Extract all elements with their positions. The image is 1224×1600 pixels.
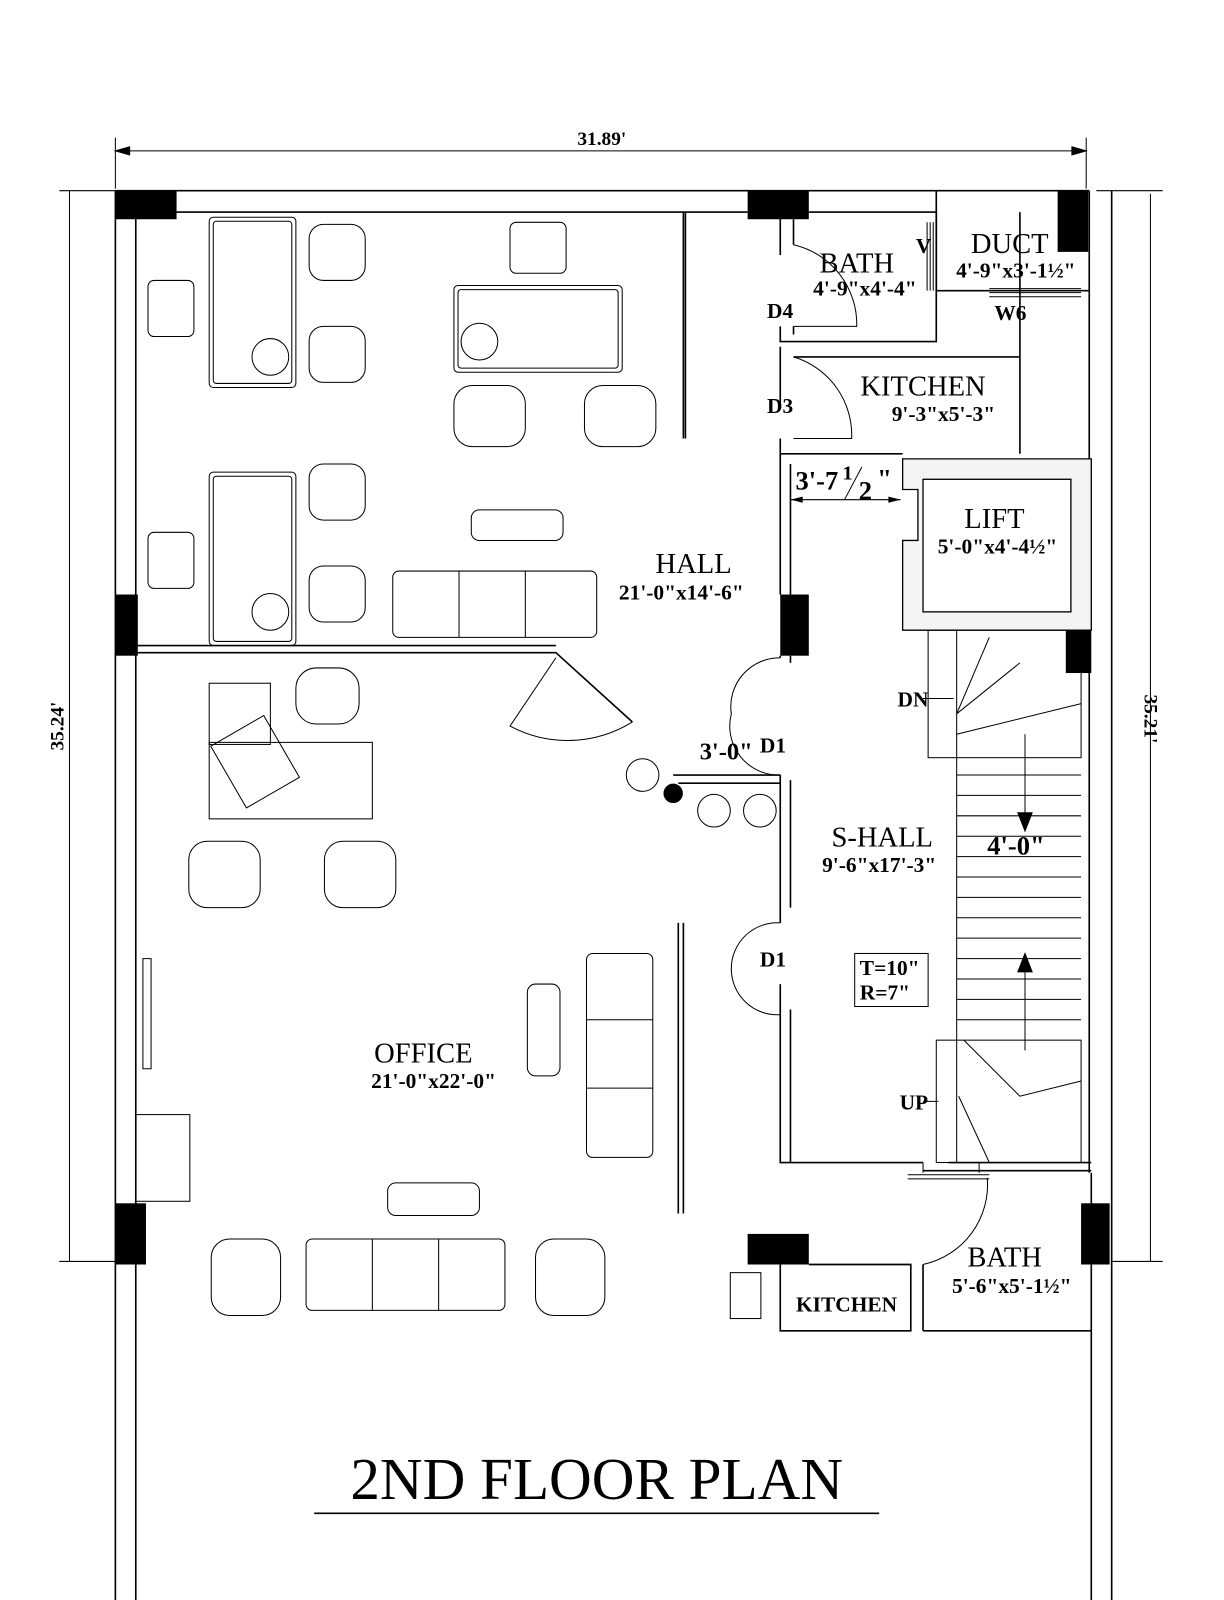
stair-width-dimension: 4'-0" <box>987 831 1044 861</box>
door-d1-marker-2: D1 <box>760 948 786 972</box>
stair-down-marker: DN <box>898 688 929 712</box>
room-s-hall-name: S-HALL <box>831 822 933 853</box>
room-bath-top-name: BATH <box>819 248 894 279</box>
room-hall-name: HALL <box>656 549 732 580</box>
door-d3-marker: D3 <box>767 394 793 418</box>
lift-gap-dimension: 3'-7 <box>796 465 839 495</box>
room-bath-top-size: 4'-9"x4'-4" <box>813 277 916 301</box>
door-width-dimension: 3'-0" <box>700 739 753 766</box>
room-lift-name: LIFT <box>964 504 1024 535</box>
lift-gap-fraction-numerator: 1 <box>842 462 852 484</box>
room-lift-size: 5'-0"x4'-4½" <box>938 535 1057 559</box>
staircase[interactable] <box>923 629 1082 1164</box>
room-s-hall-size: 9'-6"x17'-3" <box>822 853 936 877</box>
dimension-left: 35.24' <box>47 702 68 751</box>
room-duct-name: DUCT <box>971 229 1049 260</box>
dimension-top: 31.89' <box>577 129 626 150</box>
tread-spec: T=10" <box>860 956 920 980</box>
furniture <box>135 216 777 1320</box>
doors[interactable] <box>509 244 989 1265</box>
room-kitchen-bottom-name: KITCHEN <box>796 1292 898 1316</box>
room-labels: BATH 4'-9"x4'-4" DUCT 4'-9"x3'-1½" KITCH… <box>371 229 1075 1317</box>
room-bath-bottom-size: 5'-6"x5'-1½" <box>952 1274 1071 1298</box>
windows <box>142 222 1082 1180</box>
room-office-name: OFFICE <box>374 1039 472 1070</box>
stair-up-marker: UP <box>900 1090 929 1114</box>
plan-title: 2ND FLOOR PLAN <box>350 1446 843 1512</box>
room-duct-size: 4'-9"x3'-1½" <box>956 258 1075 282</box>
structural-columns <box>115 190 1110 1265</box>
room-office-size: 21'-0"x22'-0" <box>371 1069 496 1093</box>
riser-spec: R=7" <box>860 980 910 1004</box>
lift-gap-inch-mark: " <box>877 463 892 493</box>
room-hall-size: 21'-0"x14'-6" <box>619 581 744 605</box>
vent-marker: V <box>916 234 932 258</box>
markers: V W6 D4 D3 D1 D1 DN UP T=10" R=7" <box>760 234 1027 1115</box>
lift-shaft <box>901 458 1092 631</box>
outer-walls <box>114 189 1113 1600</box>
room-kitchen-size: 9'-3"x5'-3" <box>892 402 995 426</box>
interior-walls <box>135 212 1092 1332</box>
window-w6-marker: W6 <box>994 301 1026 325</box>
interior-dimensions: 3'-7 1 2 " 3'-0" 4'-0" <box>700 462 1045 860</box>
dimension-right: 35.21' <box>1139 694 1160 743</box>
lift-gap-fraction-denominator: 2 <box>859 476 872 506</box>
door-d1-marker: D1 <box>760 734 786 758</box>
room-kitchen-name: KITCHEN <box>860 372 985 403</box>
door-d4-marker: D4 <box>767 299 793 323</box>
dimension-lines <box>59 137 1163 1262</box>
room-bath-bottom-name: BATH <box>967 1243 1042 1274</box>
